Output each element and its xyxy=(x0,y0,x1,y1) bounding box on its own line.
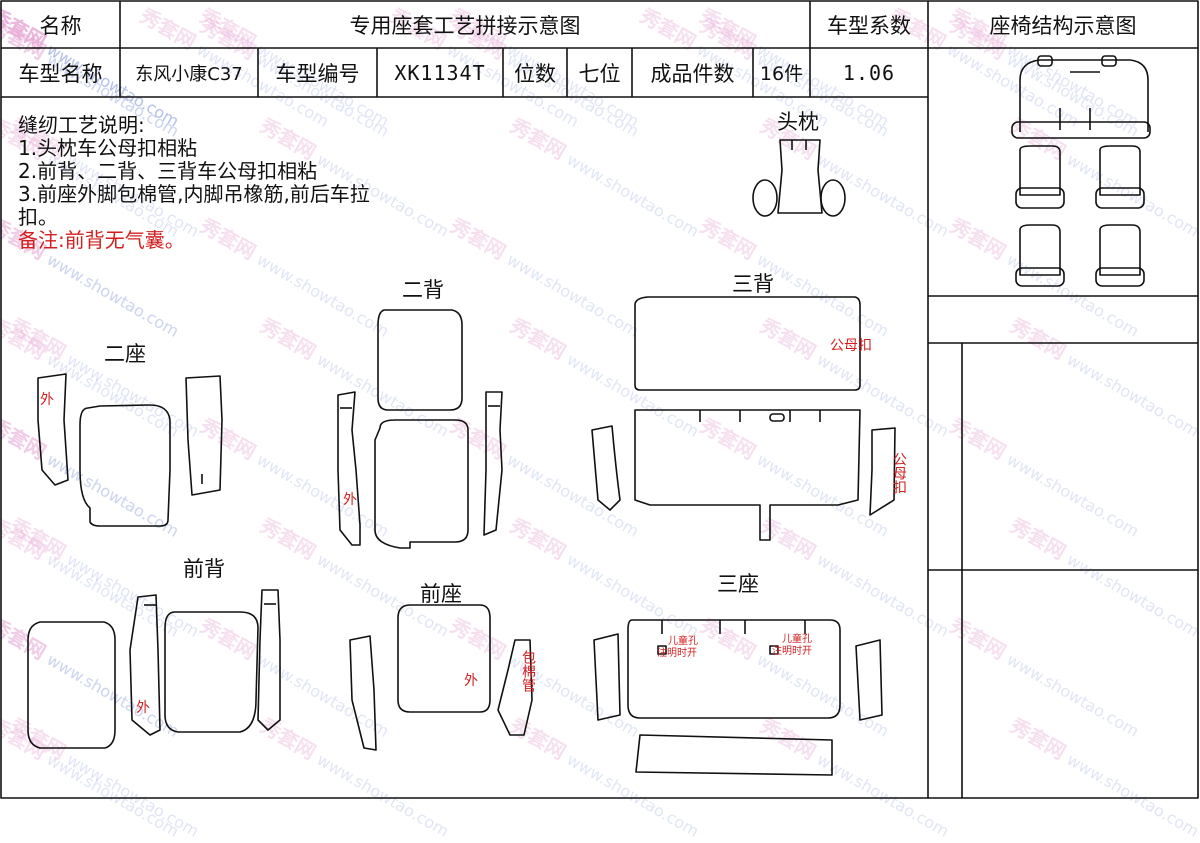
model-name-value: 东风小康C37 xyxy=(120,48,258,97)
mark-cotton-tube: 包棉管 xyxy=(518,650,538,692)
seat-count-label: 位数 xyxy=(503,48,567,97)
coefficient-label: 车型系数 xyxy=(810,1,928,48)
document-title: 专用座套工艺拼接示意图 xyxy=(120,1,810,48)
coefficient-value: 1.06 xyxy=(810,48,928,97)
mark-child-hole-note-1: 注明时开 xyxy=(657,648,697,660)
label-headrest: 头枕 xyxy=(777,106,819,136)
notes-line-3-cont: 扣。 xyxy=(18,206,370,229)
model-name-label: 车型名称 xyxy=(1,48,120,97)
third-seat-pieces xyxy=(594,620,882,775)
mark-outer-front-seat: 外 xyxy=(464,670,478,690)
seat-structure-diagram xyxy=(1012,56,1150,286)
second-seat-pieces xyxy=(38,374,222,526)
third-back-pieces xyxy=(592,297,895,540)
mark-child-hole-2: 儿童孔 xyxy=(782,634,812,646)
label-front-back: 前背 xyxy=(183,553,225,583)
sewing-notes: 缝纫工艺说明: 1.头枕车公母扣相粘 2.前背、二背、三背车公母扣相粘 3.前座… xyxy=(18,114,370,252)
notes-line-2: 2.前背、二背、三背车公母扣相粘 xyxy=(18,160,370,183)
mark-outer-second-back: 外 xyxy=(343,489,357,509)
label-third-seat: 三座 xyxy=(717,568,759,598)
label-third-back: 三背 xyxy=(732,268,774,298)
notes-line-3: 3.前座外脚包棉管,内脚吊橡筋,前后车拉 xyxy=(18,183,370,206)
mark-velcro-third-back-side: 公母扣 xyxy=(889,452,909,494)
model-number-label: 车型编号 xyxy=(258,48,377,97)
headrest-pieces xyxy=(753,140,845,216)
label-second-seat: 二座 xyxy=(104,338,146,368)
notes-remark: 备注:前背无气囊。 xyxy=(18,229,370,252)
label-front-seat: 前座 xyxy=(420,578,462,608)
model-number-value: XK1134T xyxy=(377,48,503,97)
piece-count-label: 成品件数 xyxy=(632,48,753,97)
front-back-pieces xyxy=(28,590,280,748)
notes-title: 缝纫工艺说明: xyxy=(18,114,370,137)
piece-count-value: 16件 xyxy=(753,48,810,97)
mark-child-hole-note-2: 注明时开 xyxy=(772,646,812,658)
second-back-pieces xyxy=(338,310,502,548)
front-seat-pieces xyxy=(350,605,532,750)
notes-line-1: 1.头枕车公母扣相粘 xyxy=(18,137,370,160)
label-second-back: 二背 xyxy=(402,274,444,304)
mark-outer-second-seat: 外 xyxy=(40,389,54,409)
seat-count-value: 七位 xyxy=(567,48,632,97)
mark-velcro-third-back: 公母扣 xyxy=(830,335,872,355)
structure-title: 座椅结构示意图 xyxy=(928,1,1198,48)
name-label: 名称 xyxy=(1,1,120,48)
mark-outer-front-back: 外 xyxy=(136,697,150,717)
mark-child-hole-1: 儿童孔 xyxy=(668,636,698,648)
